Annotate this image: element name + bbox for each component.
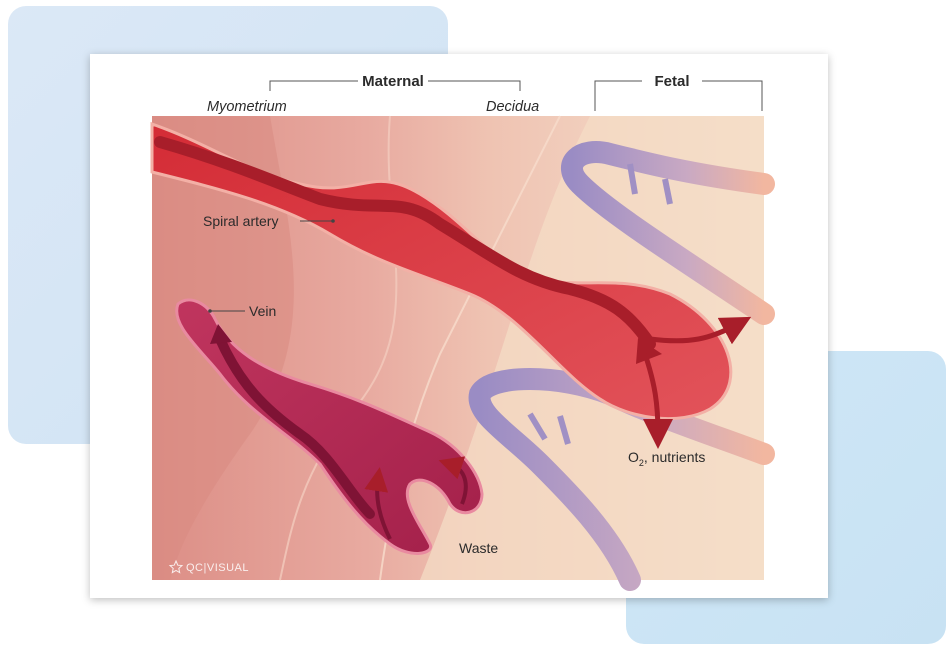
vein-flow-arrow [215,334,375,519]
placenta-illustration: Maternal Fetal Myometrium Decidua Spiral… [150,73,775,591]
fetal-label: Fetal [654,73,689,90]
vein-arrow-head [210,324,232,344]
spiral-artery-label: Spiral artery [203,213,278,229]
spiral-artery [150,121,733,421]
waste-arrow-right [438,456,468,505]
myometrium-label: Myometrium [207,99,287,115]
decidua-label: Decidua [486,99,539,115]
maternal-label: Maternal [362,73,424,90]
artery-flow-arrow [154,136,656,350]
fetal-capillaries-top [627,163,673,205]
o2-nutrients-label: O2, nutrients [628,449,705,468]
fetal-capillaries-bottom [527,412,571,445]
fetal-bracket-left [594,80,642,111]
waste-arrow-left [364,467,392,540]
fetal-vessel-top [561,141,775,325]
artery-branch-arrow-down [642,353,673,449]
maternal-bracket-right [428,80,521,91]
illustration-card: Maternal Fetal Myometrium Decidua Spiral… [90,54,828,598]
artery-branch-arrow-right [649,316,752,345]
fetal-bracket-right [702,80,763,111]
star-logo-icon [168,559,184,574]
vein-label: Vein [249,303,276,319]
waste-label: Waste [459,540,498,556]
maternal-bracket-left [269,80,358,91]
logo-text: QC|VISUAL [186,562,249,574]
artery-arrow-head [636,338,662,364]
vein [175,298,484,555]
